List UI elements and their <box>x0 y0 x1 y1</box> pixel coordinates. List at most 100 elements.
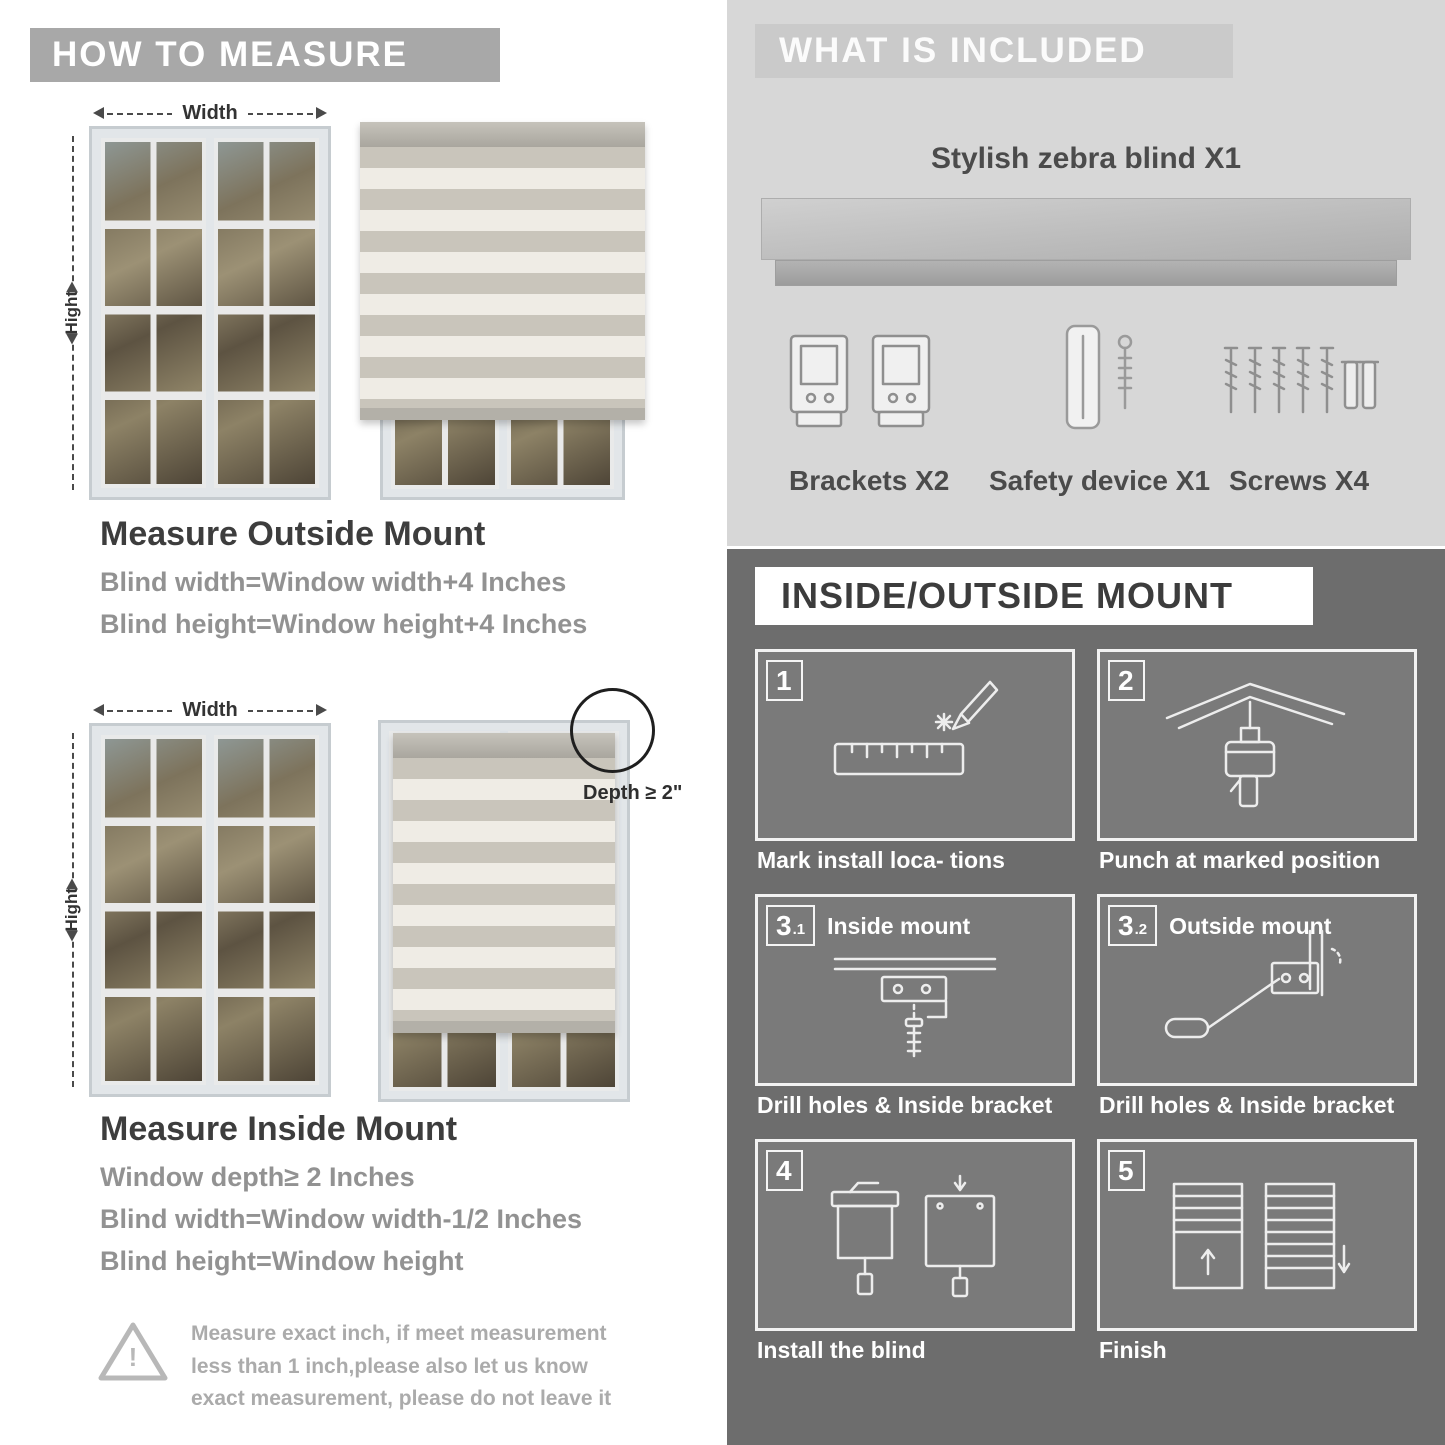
step-title: Inside mount <box>827 913 971 939</box>
screws-icon <box>1219 338 1380 445</box>
step-4: 4 <box>755 1139 1075 1378</box>
screws-label: Screws X4 <box>1229 465 1370 496</box>
width-arrow: Width <box>93 697 327 723</box>
outside-blind-illustration <box>360 122 645 500</box>
brackets-icon <box>785 328 937 445</box>
finished-blinds-illustration <box>1100 1142 1414 1328</box>
step-5-panel: 5 <box>1097 1139 1417 1331</box>
window-graphic <box>89 723 331 1097</box>
what-is-included-section: WHAT IS INCLUDED Stylish zebra blind X1 <box>727 0 1445 546</box>
mount-steps-grid: 1 Mark install loca- tions <box>755 649 1417 1378</box>
step-head: 5 <box>1108 1150 1157 1191</box>
step-subnumber-text: .2 <box>1134 921 1148 939</box>
zebra-blind-graphic <box>393 733 615 1033</box>
width-label: Width <box>172 101 248 125</box>
step-number: 4 <box>766 1150 803 1191</box>
warning-triangle-icon: ! <box>95 1318 171 1386</box>
step-number: 2 <box>1108 660 1145 701</box>
step-5: 5 <box>1097 1139 1417 1378</box>
inside-window-illustration: Width Hight <box>55 697 331 1097</box>
brackets-label: Brackets X2 <box>789 465 950 496</box>
step-number-text: 5 <box>1118 1155 1134 1186</box>
step-number: 3.1 <box>766 905 816 946</box>
step-caption: Drill holes & Inside bracket <box>757 1092 1053 1118</box>
blind-bottom-rail <box>393 1021 615 1033</box>
step-3-1-panel: 3.1 Inside mount <box>755 894 1075 1086</box>
width-label: Width <box>172 698 248 722</box>
outside-mount-line: Blind width=Window width+4 Inches <box>100 567 567 597</box>
height-label: Hight <box>62 281 82 345</box>
zebra-blind-label: Stylish zebra blind X1 <box>930 142 1242 175</box>
outside-mount-line: Blind height=Window height+4 Inches <box>100 609 588 639</box>
step-caption: Punch at marked position <box>1099 847 1381 873</box>
blind-bottom-rail <box>360 408 645 420</box>
step-caption: Install the blind <box>757 1337 926 1363</box>
warning-text: Measure exact inch, if meet measurement … <box>191 1322 612 1411</box>
step-number: 3.2 <box>1108 905 1158 946</box>
safety-device-icon <box>1057 322 1149 449</box>
height-arrow: Hight <box>55 729 89 1091</box>
blind-headrail-valance <box>775 260 1397 286</box>
step-1-panel: 1 <box>755 649 1075 841</box>
window-sash <box>214 735 319 1085</box>
blind-stripes <box>360 147 645 408</box>
measure-warning: ! Measure exact inch, if meet measuremen… <box>95 1318 640 1416</box>
inside-mount-line: Blind width=Window width-1/2 Inches <box>100 1204 583 1234</box>
window-sash <box>101 138 206 488</box>
warning-exclamation: ! <box>128 1342 138 1372</box>
step-number: 5 <box>1108 1150 1145 1191</box>
inside-blind-illustration <box>378 720 630 1102</box>
step-number-text: 2 <box>1118 665 1134 696</box>
zebra-blind-graphic <box>360 122 645 420</box>
step-1: 1 Mark install loca- tions <box>755 649 1075 888</box>
inside-bracket-illustration <box>758 897 1072 1083</box>
blind-stripes <box>393 758 615 1021</box>
step-caption: Drill holes & Inside bracket <box>1099 1092 1395 1118</box>
window-graphic <box>89 126 331 500</box>
step-3-2: 3.2 Outside mount <box>1097 894 1417 1133</box>
height-label: Hight <box>62 878 82 942</box>
blind-headrail-graphic <box>761 198 1411 260</box>
step-caption: Mark install loca- tions <box>757 847 1005 873</box>
step-2: 2 <box>1097 649 1417 888</box>
step-number-text: 4 <box>776 1155 792 1186</box>
outside-mount-title: Measure Outside Mount <box>100 515 486 553</box>
window-sash <box>101 735 206 1085</box>
what-is-included-header: WHAT IS INCLUDED <box>755 24 1233 78</box>
depth-label: Depth ≥ 2" <box>583 782 683 804</box>
depth-zoom-circle <box>570 688 655 773</box>
outside-window-illustration: Width Hight <box>55 100 331 500</box>
right-column: WHAT IS INCLUDED Stylish zebra blind X1 <box>727 0 1445 1445</box>
safety-device-label: Safety device X1 <box>989 465 1211 496</box>
step-number-text: 3 <box>776 910 792 941</box>
mount-instructions-section: INSIDE/OUTSIDE MOUNT 1 <box>727 549 1445 1445</box>
step-4-panel: 4 <box>755 1139 1075 1331</box>
step-head: 2 <box>1108 660 1157 701</box>
step-2-panel: 2 <box>1097 649 1417 841</box>
inside-mount-title: Measure Inside Mount <box>100 1110 458 1148</box>
blind-cassette <box>360 122 645 147</box>
step-number-text: 1 <box>776 665 792 696</box>
inside-mount-line: Blind height=Window height <box>100 1246 464 1276</box>
width-arrow: Width <box>93 100 327 126</box>
mount-header: INSIDE/OUTSIDE MOUNT <box>755 567 1313 625</box>
measure-mark-illustration <box>758 652 1072 838</box>
how-to-measure-header: HOW TO MEASURE <box>30 28 500 82</box>
step-head: 4 <box>766 1150 815 1191</box>
step-title: Outside mount <box>1169 913 1332 939</box>
height-arrow: Hight <box>55 132 89 494</box>
step-head: 3.2 Outside mount <box>1108 905 1331 946</box>
step-subnumber-text: .1 <box>792 921 806 939</box>
step-number-text: 3 <box>1118 910 1134 941</box>
step-3-2-panel: 3.2 Outside mount <box>1097 894 1417 1086</box>
drill-illustration <box>1100 652 1414 838</box>
inside-mount-line: Window depth≥ 2 Inches <box>100 1162 415 1192</box>
step-head: 1 <box>766 660 815 701</box>
step-caption: Finish <box>1099 1337 1167 1363</box>
step-3-1: 3.1 Inside mount <box>755 894 1075 1133</box>
install-blind-illustration <box>758 1142 1072 1328</box>
window-sash <box>214 138 319 488</box>
how-to-measure-section: HOW TO MEASURE Width Hight <box>0 0 712 1445</box>
step-number: 1 <box>766 660 803 701</box>
